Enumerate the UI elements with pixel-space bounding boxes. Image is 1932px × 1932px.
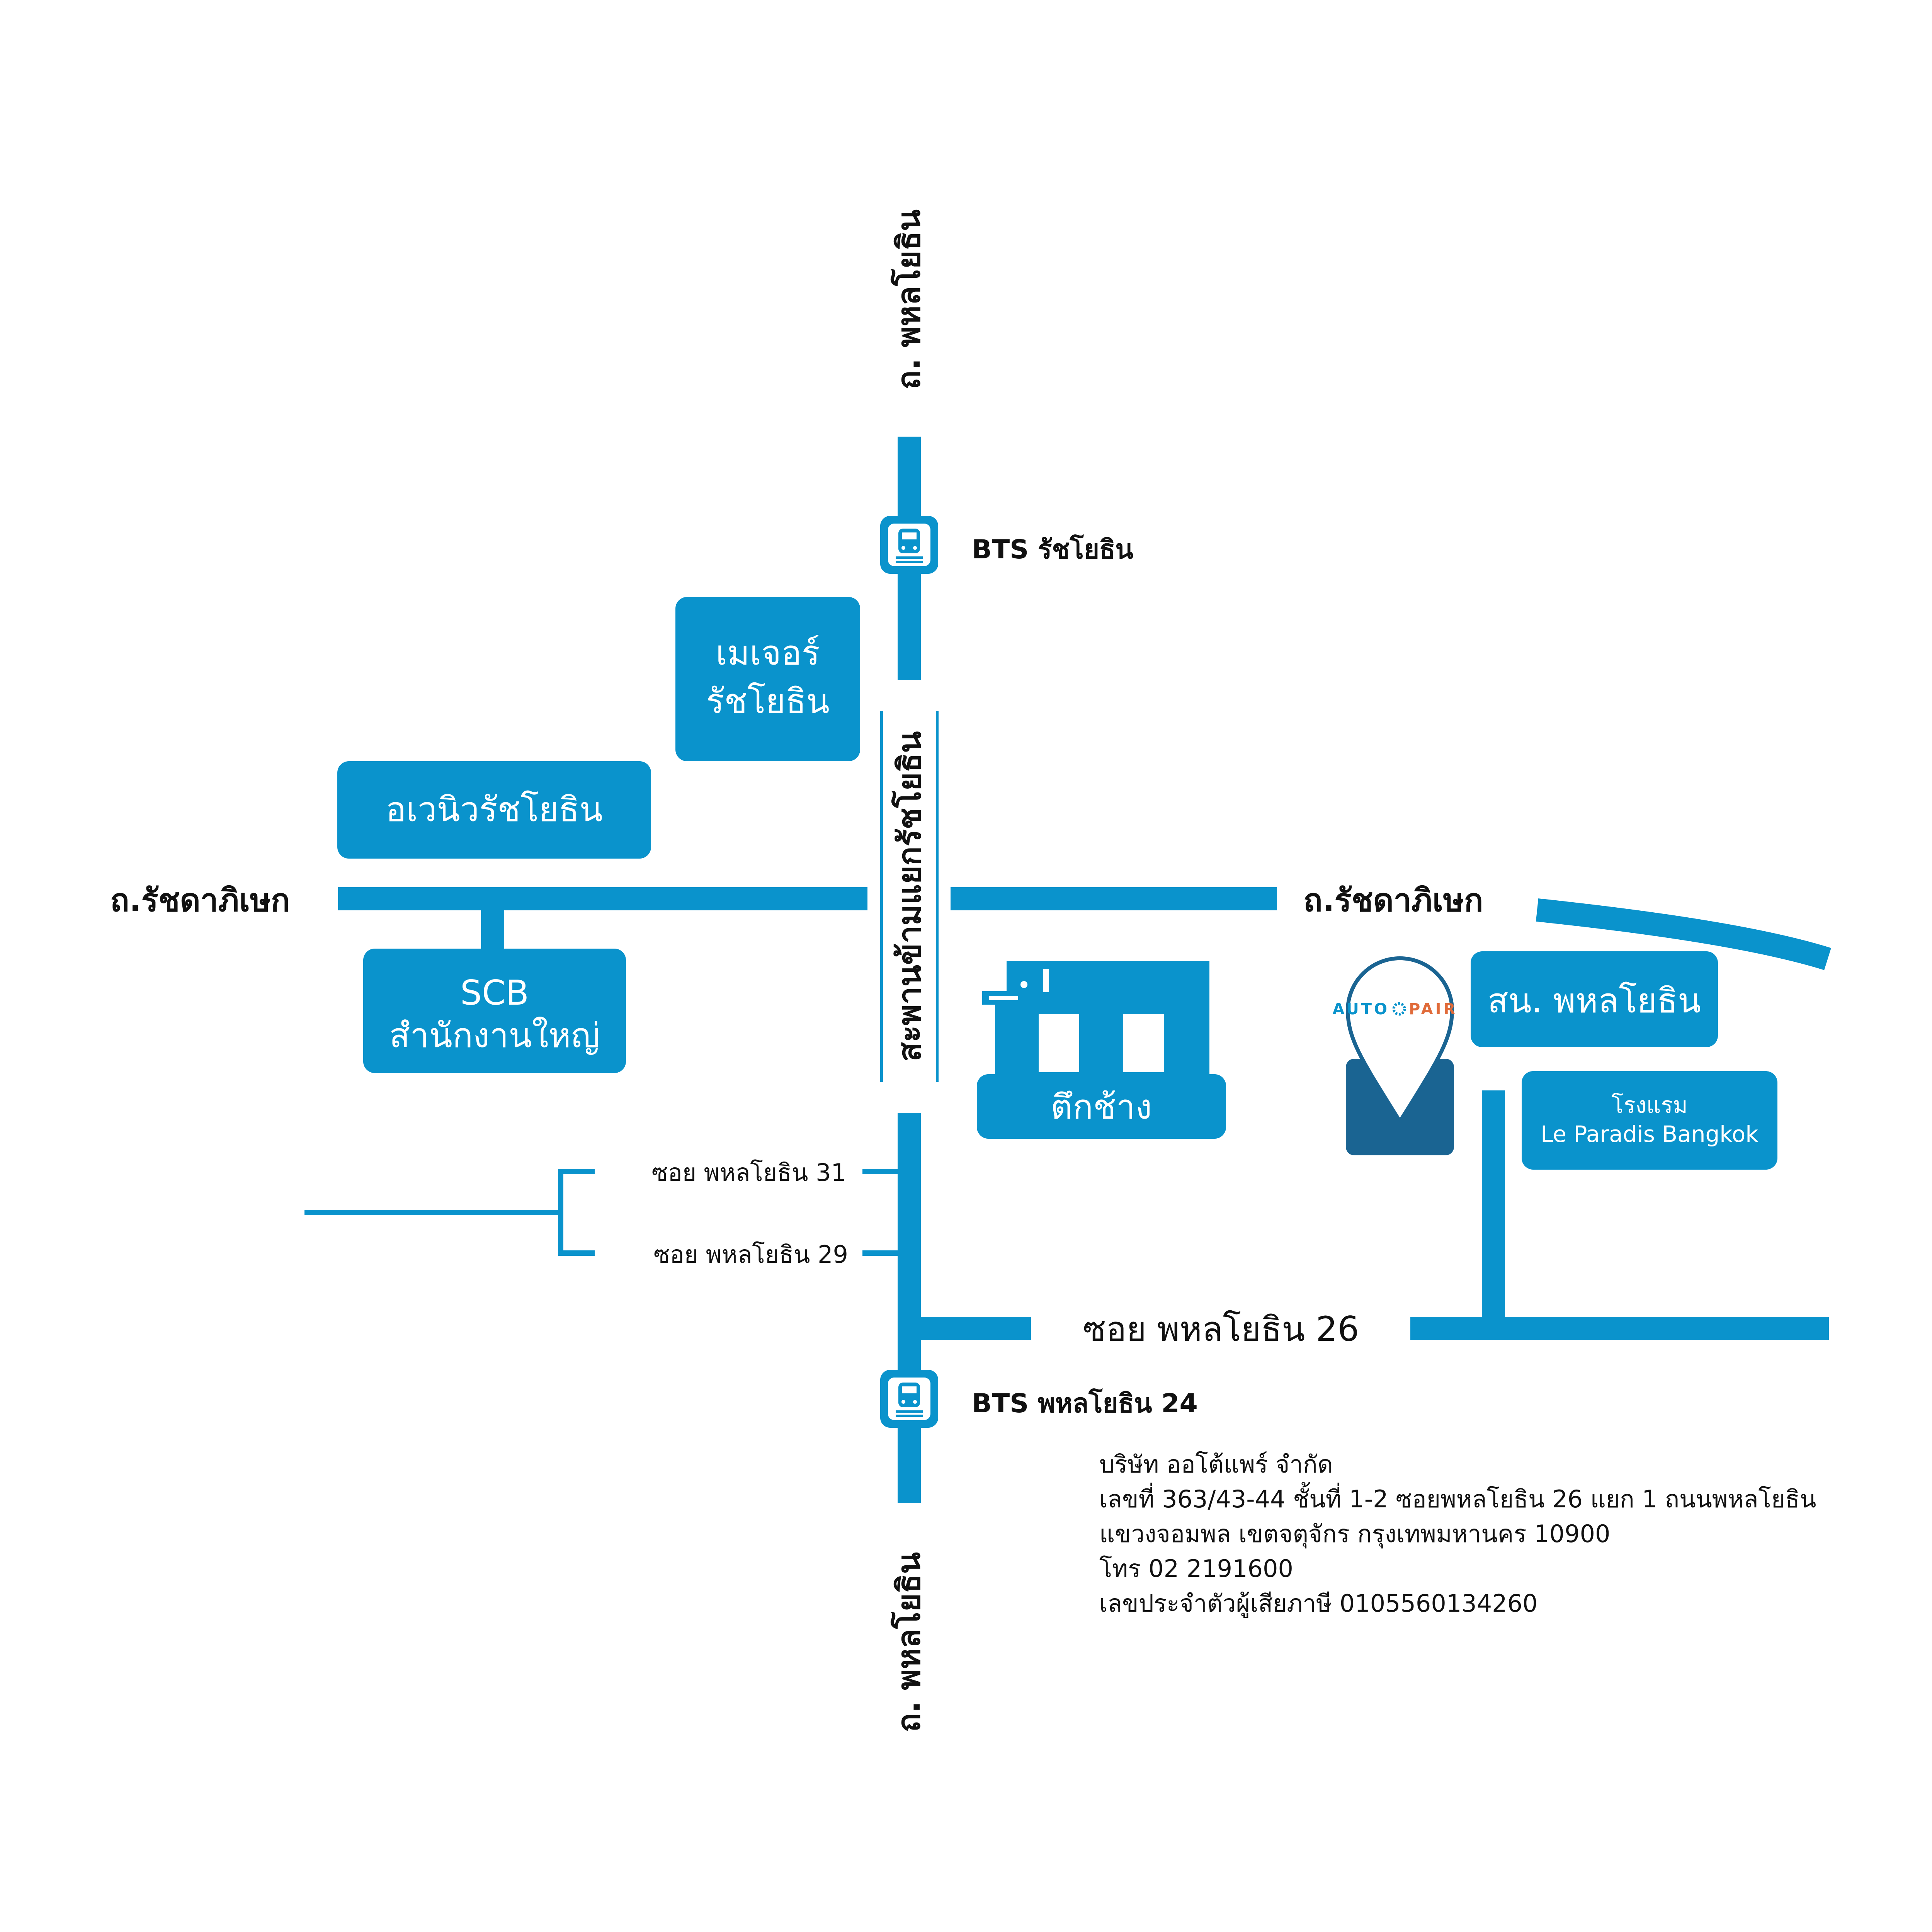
bridge-line-left	[880, 711, 883, 1082]
train-icon	[896, 529, 923, 563]
ratchada-label-left: ถ.รัชดาภิเษก	[110, 882, 290, 919]
avenue-box	[337, 761, 651, 859]
scb-box	[363, 949, 626, 1073]
scb-label-2: สำนักงานใหญ่	[389, 1015, 600, 1055]
bts-ratchayothin-station	[880, 516, 938, 574]
hotel-box	[1522, 1071, 1777, 1170]
hotel-label-2: Le Paradis Bangkok	[1541, 1121, 1759, 1147]
soi-26-road-east	[1410, 1317, 1829, 1340]
logo-text-pair: PAIR	[1409, 1000, 1458, 1018]
bridge-line-right	[936, 711, 939, 1082]
location-pin-icon	[1345, 956, 1454, 1125]
ratchada-road-east	[951, 887, 1277, 910]
soi-29-label: ซอย พหลโยธิน 29	[653, 1240, 848, 1269]
address-line-1: เลขที่ 363/43-44 ชั้นที่ 1-2 ซอยพหลโยธิน…	[1099, 1485, 1816, 1513]
company-name: บริษัท ออโต้แพร์ จำกัด	[1099, 1450, 1333, 1478]
bridge-label: สะพานข้ามแยกรัชโยธิน	[891, 731, 928, 1062]
soi-31-label: ซอย พหลโยธิน 31	[651, 1158, 846, 1187]
train-icon	[896, 1383, 923, 1417]
soi-fork-bottom	[558, 1250, 595, 1256]
curved-road	[1536, 898, 1831, 970]
address-block: บริษัท ออโต้แพร์ จำกัด เลขที่ 363/43-44 …	[1099, 1447, 1930, 1621]
bts-phahon24-station	[880, 1370, 938, 1428]
logo-text-auto: AUTO	[1333, 1000, 1390, 1018]
bts-phahon24-label: BTS พหลโยธิน 24	[972, 1388, 1198, 1419]
scb-label-1: SCB	[460, 973, 529, 1013]
phahon-road-south	[898, 1113, 921, 1503]
soi-fork-stem	[558, 1169, 563, 1256]
police-box	[1471, 951, 1718, 1047]
hotel-label-1: โรงแรม	[1611, 1092, 1687, 1118]
autopair-logo: AUTO PAIR	[1333, 956, 1458, 1155]
bts-ratchayothin-label: BTS รัชโยธิน	[972, 534, 1133, 565]
phahon-road-label-bottom: ถ. พหลโยธิน	[891, 1552, 927, 1732]
elephant-label: ตึกช้าง	[1051, 1087, 1152, 1127]
elephant-building-icon	[982, 961, 1209, 1074]
soi-fork-top	[558, 1169, 595, 1174]
gear-icon	[1392, 1002, 1406, 1016]
ratchada-road-west	[338, 887, 867, 910]
avenue-label: อเวนิวรัชโยธิน	[386, 789, 603, 829]
phahon-road-label-top: ถ. พหลโยธิน	[891, 209, 927, 389]
major-label-1: เมเจอร์	[716, 633, 820, 673]
soi-26-road-west	[921, 1317, 1031, 1340]
address-line-2: แขวงจอมพล เขตจตุจักร กรุงเทพมหานคร 10900	[1099, 1520, 1611, 1548]
elephant-box	[977, 1074, 1226, 1139]
major-box	[675, 597, 860, 761]
soi-26-label: ซอย พหลโยธิน 26	[1083, 1309, 1359, 1349]
scb-connector	[481, 908, 504, 951]
soi-26-branch	[1482, 1090, 1505, 1328]
soi-fork-west	[304, 1210, 560, 1215]
tax-id: เลขประจำตัวผู้เสียภาษี 0105560134260	[1099, 1589, 1538, 1617]
soi-29-road	[862, 1250, 898, 1256]
ratchada-label-right: ถ.รัชดาภิเษก	[1303, 882, 1483, 919]
soi-31-road	[862, 1169, 898, 1174]
phone-number: โทร 02 2191600	[1099, 1554, 1293, 1583]
police-label: สน. พหลโยธิน	[1488, 981, 1701, 1020]
major-label-2: รัชโยธิน	[706, 681, 830, 721]
